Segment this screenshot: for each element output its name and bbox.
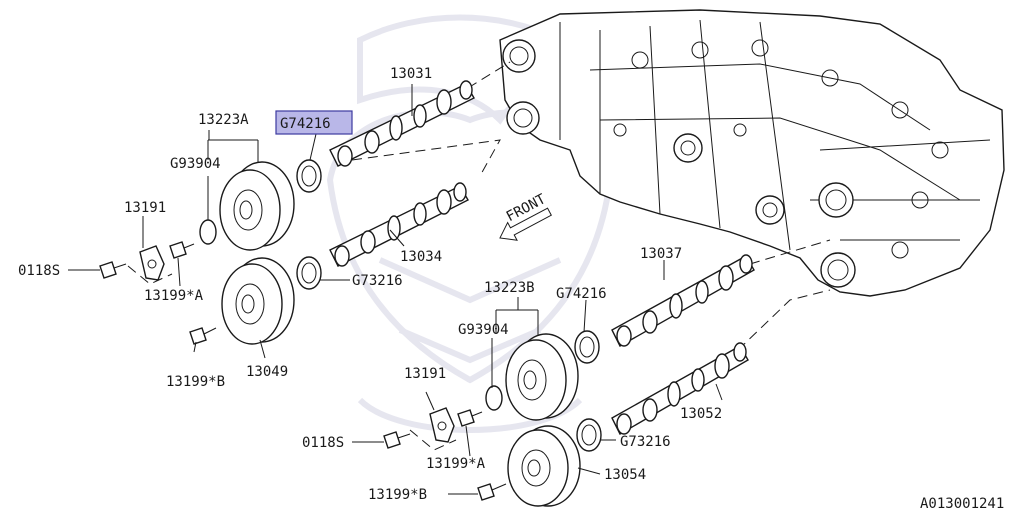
callout-g73216-top[interactable]: G73216	[352, 273, 403, 289]
callout-0118s-top[interactable]: 0118S	[18, 263, 60, 279]
camshaft-13052	[611, 342, 749, 435]
o-ring-g93904-bottom	[485, 385, 503, 411]
callout-13191-bottom[interactable]: 13191	[404, 366, 446, 382]
callout-13199a-top[interactable]: 13199*A	[144, 288, 204, 304]
cylinder-head	[499, 9, 1005, 297]
callout-13223a[interactable]: 13223A	[198, 112, 249, 128]
callout-13223b[interactable]: 13223B	[484, 280, 535, 296]
sprocket-13049	[221, 257, 295, 345]
plate-13191-bottom	[409, 407, 457, 451]
callout-g74216-highlighted[interactable]: G74216	[280, 116, 331, 132]
callout-13199b-top[interactable]: 13199*B	[166, 374, 225, 390]
leader-lines	[68, 84, 723, 495]
callout-13049[interactable]: 13049	[246, 364, 288, 380]
alignment-lines	[351, 61, 831, 351]
oil-seal-g74216-bottom	[574, 330, 600, 364]
bolt-13199b-bottom	[477, 483, 507, 501]
camshaft-13037	[611, 254, 755, 347]
callout-13052[interactable]: 13052	[680, 406, 722, 422]
callout-g93904-bottom[interactable]: G93904	[458, 322, 509, 338]
callout-0118s-bottom[interactable]: 0118S	[302, 435, 344, 451]
o-ring-g93904-top	[199, 219, 217, 245]
oil-seal-g73216-top	[296, 256, 322, 290]
callout-13199a-bottom[interactable]: 13199*A	[426, 456, 486, 472]
bolt-0118s-top	[99, 261, 127, 279]
callout-13191-top[interactable]: 13191	[124, 200, 166, 216]
bolt-0118s-bottom	[383, 431, 411, 449]
oil-seal-g73216-bottom	[576, 418, 602, 452]
bolt-13199a-bottom	[457, 409, 483, 427]
callout-g74216-bottom[interactable]: G74216	[556, 286, 607, 302]
bolt-13199a-top	[169, 241, 195, 259]
oil-seal-g74216-top	[296, 159, 322, 193]
callout-g73216-bottom[interactable]: G73216	[620, 434, 671, 450]
callout-13054[interactable]: 13054	[604, 467, 646, 483]
diagram-code: A013001241	[920, 496, 1004, 512]
bolt-13199b-top	[189, 327, 217, 345]
callout-13199b-bottom[interactable]: 13199*B	[368, 487, 427, 503]
sprocket-13223b	[505, 333, 579, 421]
callout-13031[interactable]: 13031	[390, 66, 432, 82]
callout-labels: 13031 13223A G93904 13191 0118S 13199*A …	[18, 66, 1004, 512]
callout-13037[interactable]: 13037	[640, 246, 682, 262]
sprocket-13054	[507, 425, 581, 507]
callout-g93904-top[interactable]: G93904	[170, 156, 221, 172]
highlighted-callout-g74216[interactable]: G74216	[275, 110, 353, 135]
sprocket-13223a	[219, 161, 295, 251]
camshaft-13031	[329, 80, 475, 167]
plate-13191-top	[127, 245, 173, 285]
callout-13034[interactable]: 13034	[400, 249, 442, 265]
front-direction-arrow: FRONT	[499, 191, 552, 241]
camshaft-13034	[329, 182, 469, 267]
